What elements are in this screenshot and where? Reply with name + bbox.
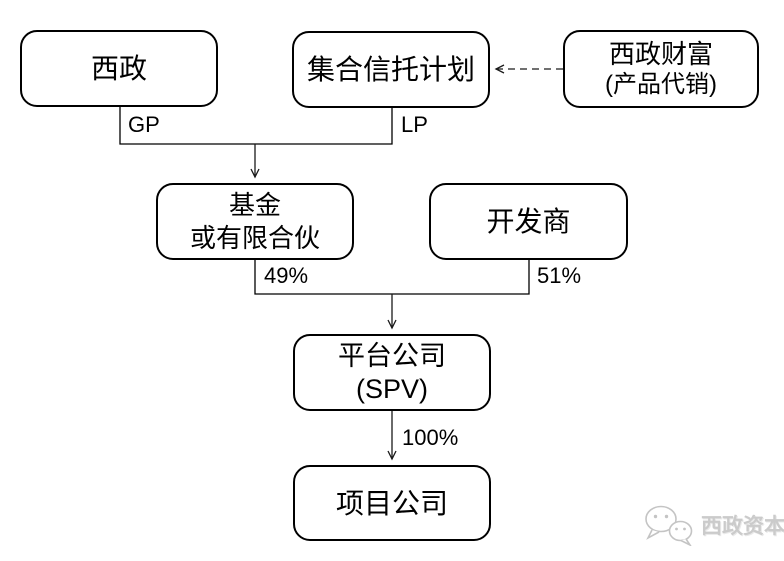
wechat-icon: [645, 505, 693, 546]
node-xizheng: 西政: [20, 30, 218, 107]
edge-label-49-percent: 49%: [264, 263, 309, 288]
node-developer-label: 开发商: [486, 206, 571, 237]
node-project-company-label: 项目公司: [335, 487, 448, 519]
watermark: 西政资本: [643, 504, 784, 546]
edge-gp-lp-bracket: [119, 107, 393, 145]
node-platform-sublabel: (SPV): [355, 374, 428, 404]
node-platform-label: 平台公司: [338, 341, 446, 371]
node-xizheng-wealth-sublabel: (产品代销): [605, 71, 717, 98]
watermark-text: 西政资本: [701, 515, 784, 538]
node-fund-label: 基金: [228, 189, 281, 220]
edge-label-lp: LP: [401, 112, 428, 137]
node-xizheng-wealth-label: 西政财富: [608, 39, 713, 69]
node-xizheng-wealth: 西政财富 (产品代销): [563, 30, 759, 108]
node-fund-sublabel: 或有限合伙: [189, 222, 320, 253]
node-collective-trust-plan-label: 集合信托计划: [306, 54, 475, 85]
edge-label-gp: GP: [128, 112, 160, 137]
node-xizheng-label: 西政: [90, 53, 147, 84]
edge-label-51-percent: 51%: [537, 263, 582, 288]
node-fund-or-lp: 基金 或有限合伙: [156, 183, 354, 260]
edge-label-100-percent: 100%: [402, 425, 459, 450]
node-platform-spv: 平台公司 (SPV): [293, 334, 491, 411]
node-project-company: 项目公司: [293, 465, 491, 541]
node-collective-trust-plan: 集合信托计划: [292, 31, 490, 108]
node-developer: 开发商: [429, 183, 628, 260]
